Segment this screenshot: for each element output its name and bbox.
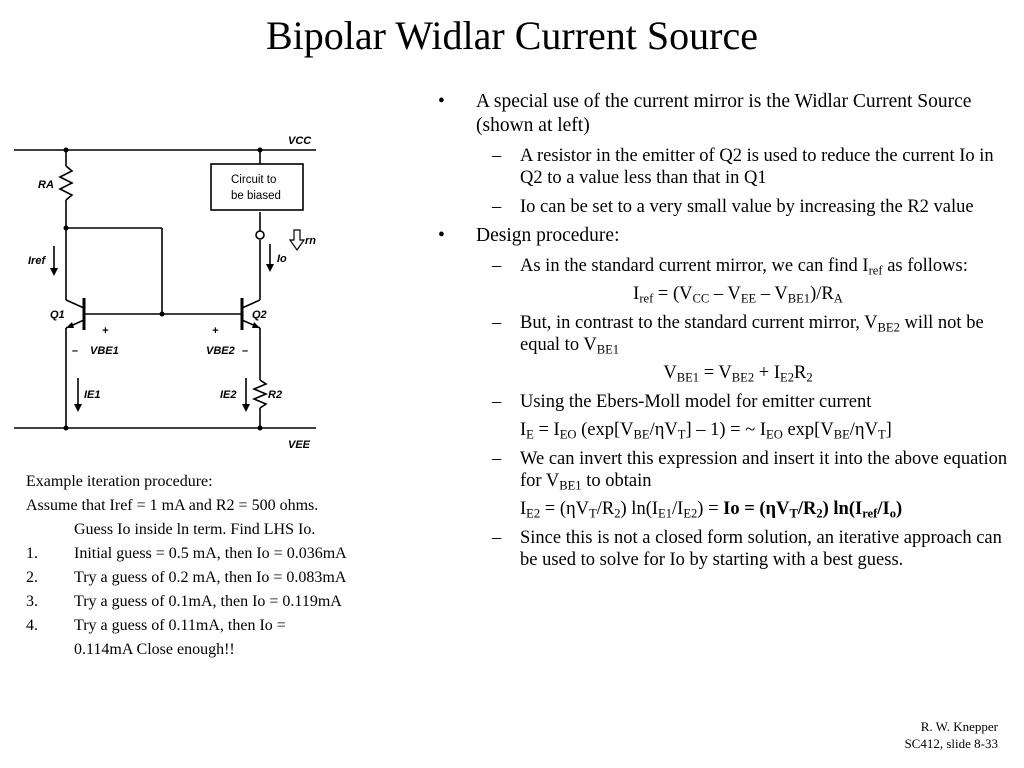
q2-label: Q2 <box>252 309 267 321</box>
box-label-line2: be biased <box>231 190 281 202</box>
example-step-continuation: 0.114mA Close enough!! <box>74 641 235 658</box>
vbe2-minus: – <box>242 345 248 357</box>
example-step: 4.Try a guess of 0.11mA, then Io = <box>26 617 286 634</box>
sub-bullet-invert: – We can invert this expression and inse… <box>492 449 1008 493</box>
example-step: 1.Initial guess = 0.5 mA, then Io = 0.03… <box>26 545 347 562</box>
vcc-label: VCC <box>288 135 312 147</box>
slide-footer: R. W. Knepper SC412, slide 8-33 <box>904 718 998 752</box>
sub-bullet-iterative: – Since this is not a closed form soluti… <box>492 528 1002 570</box>
equation-ie2: IE2 = (ηVT/R2) ln(IE1/IE2) = Io = (ηVT/R… <box>520 499 903 521</box>
iref-label: Iref <box>28 255 46 267</box>
vee-label: VEE <box>288 439 311 451</box>
sub-bullet-ebers-moll: – Using the Ebers-Moll model for emitter… <box>492 392 872 412</box>
example-step: 2.Try a guess of 0.2 mA, then Io = 0.083… <box>26 569 347 586</box>
footer-author: R. W. Knepper <box>920 719 998 734</box>
example-heading: Example iteration procedure: <box>26 473 213 490</box>
sub-bullet-vbe2: – But, in contrast to the standard curre… <box>492 313 984 357</box>
bullet-marker: • <box>438 225 445 246</box>
sub-bullet-find-iref: – As in the standard current mirror, we … <box>492 256 968 278</box>
bullet-design-procedure: • Design procedure: <box>438 225 620 246</box>
vbe2-label: VBE2 <box>206 345 235 357</box>
bullet-widlar-intro: • A special use of the current mirror is… <box>438 91 972 136</box>
equation-ie: IE = IEO (exp[VBE/ηVT] – 1) = ~ IEO exp[… <box>520 420 892 442</box>
q1-label: Q1 <box>50 309 65 321</box>
slide-title: Bipolar Widlar Current Source <box>266 13 758 58</box>
vbe1-minus: – <box>72 345 78 357</box>
equation-iref: Iref = (VCC – VEE – VBE1)/RA <box>633 284 843 306</box>
bullet-marker: • <box>438 91 445 112</box>
widlar-circuit-diagram: VCC VEE RA R2 Iref Io IE1 IE2 Q1 Q2 VBE1… <box>14 135 316 451</box>
sub-bullet-resistor: – A resistor in the emitter of Q2 is use… <box>492 146 994 188</box>
r2-label: R2 <box>268 389 282 401</box>
example-assumption: Assume that Iref = 1 mA and R2 = 500 ohm… <box>26 497 319 514</box>
ra-label: RA <box>38 179 54 191</box>
sub-bullet-io-small: – Io can be set to a very small value by… <box>492 197 974 217</box>
footer-slide-number: SC412, slide 8-33 <box>904 736 998 751</box>
content-bullets: • A special use of the current mirror is… <box>428 84 1008 571</box>
vbe1-label: VBE1 <box>90 345 119 357</box>
vbe1-plus: + <box>102 325 109 337</box>
example-step: 3.Try a guess of 0.1mA, then Io = 0.119m… <box>26 593 342 610</box>
ie2-label: IE2 <box>220 389 237 401</box>
rn-label: rn <box>305 235 316 247</box>
box-label-line1: Circuit to <box>231 174 276 186</box>
equation-vbe1: VBE1 = VBE2 + IE2R2 <box>663 363 813 385</box>
ie1-label: IE1 <box>84 389 101 401</box>
vbe2-plus: + <box>212 325 219 337</box>
example-guess-note: Guess Io inside ln term. Find LHS Io. <box>74 521 316 538</box>
io-label: Io <box>277 253 287 265</box>
example-iteration-block: Example iteration procedure: Assume that… <box>26 470 426 662</box>
